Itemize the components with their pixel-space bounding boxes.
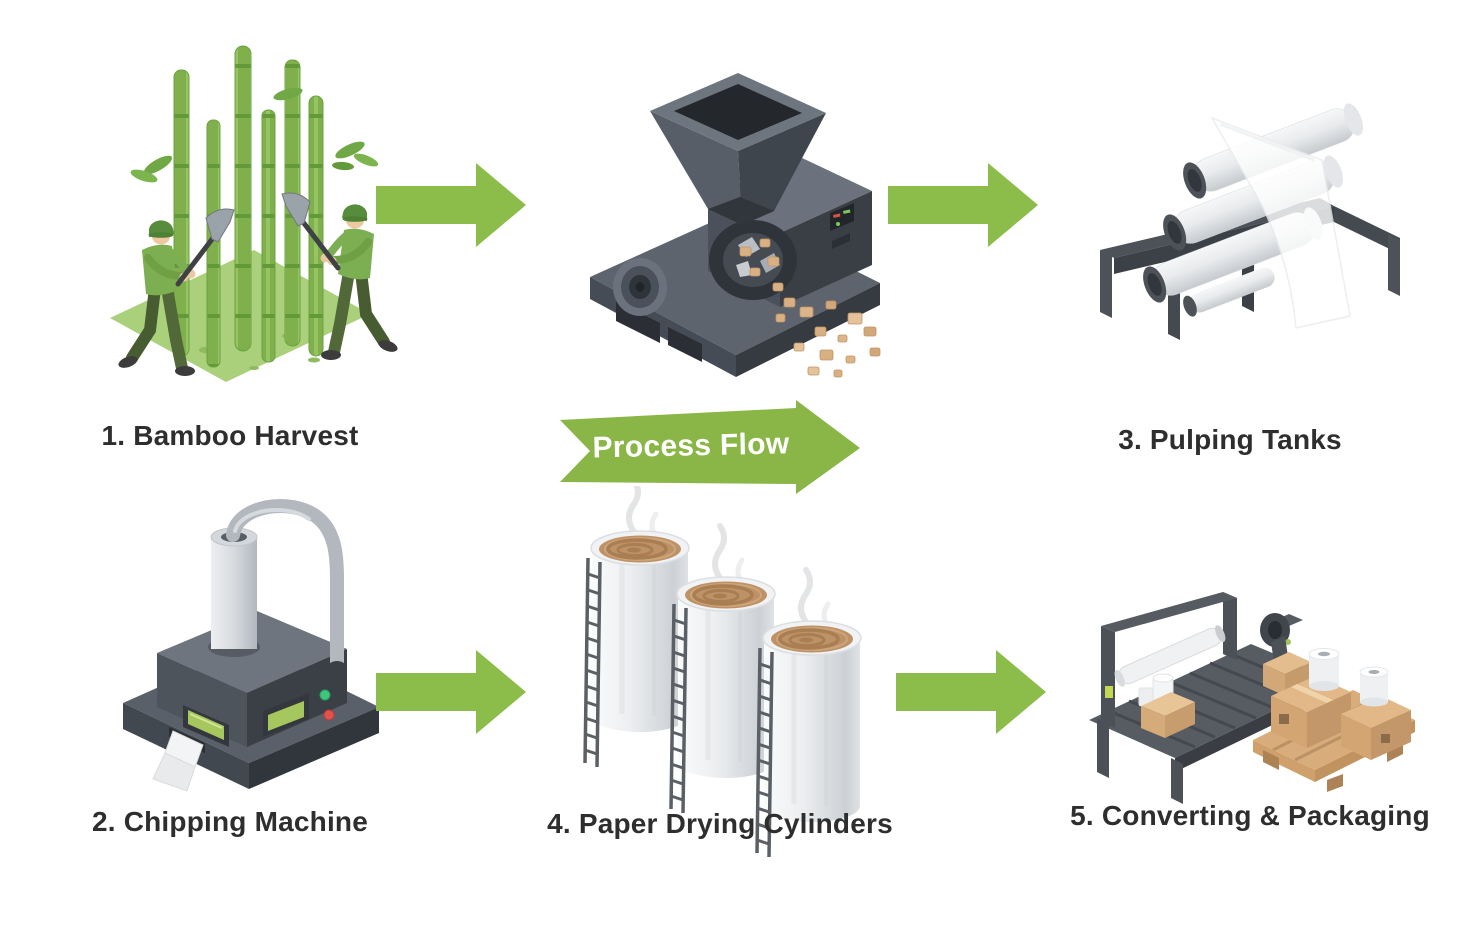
step-5-label: 5. Converting & Packaging bbox=[1070, 800, 1430, 831]
flow-arrow-icon bbox=[896, 650, 1046, 734]
chipping-machine-icon bbox=[95, 495, 400, 795]
step-1-label: 1. Bamboo Harvest bbox=[101, 420, 359, 451]
process-flow-banner-label: Process Flow bbox=[592, 427, 790, 465]
step-3-label: 3. Pulping Tanks bbox=[1118, 424, 1342, 455]
process-flow-banner: Process Flow bbox=[556, 398, 862, 494]
chipper-shredder-icon bbox=[568, 55, 898, 380]
step-2-label: 2. Chipping Machine bbox=[91, 806, 369, 837]
flow-arrow-icon bbox=[376, 163, 526, 247]
paper-drying-cylinders-icon bbox=[558, 486, 893, 916]
bamboo-harvest-icon bbox=[58, 18, 398, 383]
step-4-label: 4. Paper Drying Cylinders bbox=[547, 808, 893, 839]
pulping-tanks-icon bbox=[1082, 78, 1417, 373]
flow-arrow-icon bbox=[376, 650, 526, 734]
converting-packaging-icon bbox=[1075, 568, 1420, 808]
flow-arrow-icon bbox=[888, 163, 1038, 247]
